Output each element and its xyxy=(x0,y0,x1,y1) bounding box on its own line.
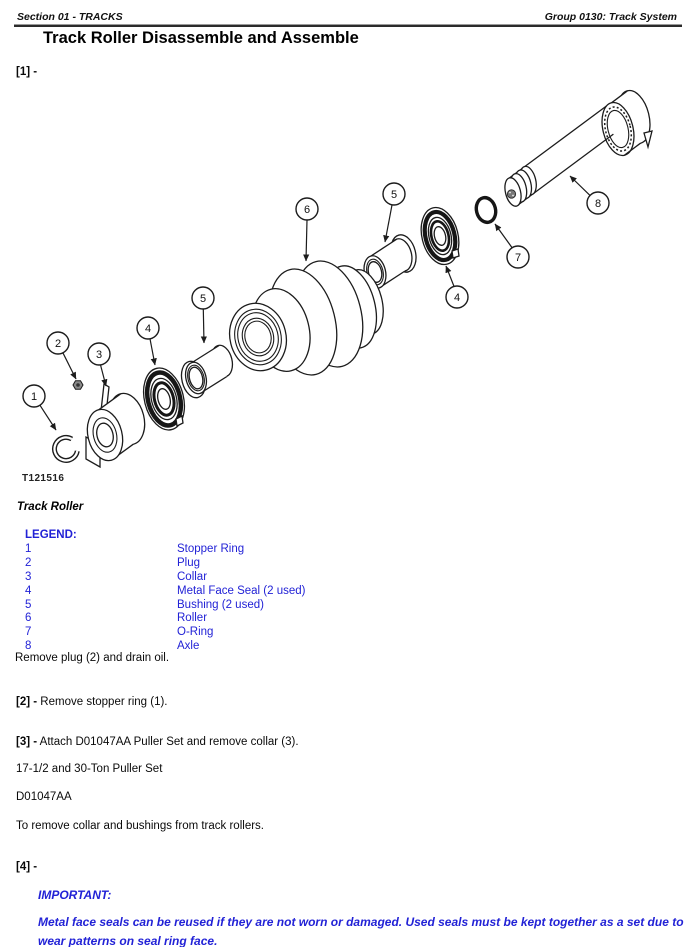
axle-tab xyxy=(643,130,653,150)
exploded-diagram: 1 2 3 4 5 6 5 xyxy=(22,89,653,469)
figure-part-o-ring xyxy=(474,195,498,225)
figure-callout-1: 1 xyxy=(22,384,57,431)
important-heading: IMPORTANT: xyxy=(38,888,112,902)
figure-part-seal-right xyxy=(420,206,460,266)
figure-part-plug xyxy=(72,380,84,390)
callout-number: 1 xyxy=(31,391,37,403)
figure-callout-4-right: 4 xyxy=(445,265,469,309)
legend-item-name: Roller xyxy=(177,612,208,625)
figure-image-id: T121516 xyxy=(22,473,65,484)
callout-number: 5 xyxy=(200,293,206,305)
legend-item-name: O-Ring xyxy=(177,626,214,639)
figure-callout-2: 2 xyxy=(46,331,77,380)
tool-name-line: 17-1/2 and 30-Ton Puller Set xyxy=(16,763,163,775)
legend-item-number: 4 xyxy=(25,584,32,597)
figure-part-axle xyxy=(504,89,653,207)
figure-part-collar xyxy=(85,382,146,469)
legend-item-name: Plug xyxy=(177,556,201,569)
legend-heading: LEGEND: xyxy=(25,529,77,541)
figure-callout-3: 3 xyxy=(87,342,111,387)
legend-row: 7 O-Ring xyxy=(25,626,305,640)
legend-item-name: Collar xyxy=(177,570,208,583)
callout-number: 7 xyxy=(515,252,521,264)
legend-row: 5 Bushing (2 used) xyxy=(25,599,305,613)
legend-item-name: Axle xyxy=(177,640,200,653)
callout-number: 6 xyxy=(304,204,310,216)
legend-item-number: 3 xyxy=(25,570,32,583)
header-group-label: Group 0130: Track System xyxy=(544,11,677,23)
legend-item-name: Bushing (2 used) xyxy=(177,598,264,611)
figure-callout-6: 6 xyxy=(295,197,319,262)
callout-number: 3 xyxy=(96,349,102,361)
figure-part-seal-left xyxy=(142,367,186,431)
axle-plug-hole xyxy=(506,189,517,199)
step-2-marker: [2] - xyxy=(16,696,38,708)
legend-row: 4 Metal Face Seal (2 used) xyxy=(25,585,305,599)
figure-legend: LEGEND: 1 Stopper Ring 2 Plug 3 Collar 4 Met… xyxy=(25,529,305,654)
tool-purpose-line: To remove collar and bushings from track… xyxy=(16,820,264,832)
figure-callout-4-left: 4 xyxy=(136,316,160,366)
legend-item-number: 1 xyxy=(25,542,32,555)
legend-item-number: 6 xyxy=(25,612,32,625)
figure-callout-8: 8 xyxy=(569,175,610,215)
legend-item-name: Stopper Ring xyxy=(177,542,245,555)
step-2: [2] - Remove stopper ring (1). xyxy=(16,696,168,708)
important-body: Metal face seals can be reused if they a… xyxy=(38,915,684,947)
step-1-marker-text: [1] - xyxy=(16,66,38,78)
legend-row: 8 Axle xyxy=(25,640,305,654)
legend-item-name: Metal Face Seal (2 used) xyxy=(177,584,306,597)
figure-callout-5-right: 5 xyxy=(382,182,406,243)
legend-row: 3 Collar xyxy=(25,571,305,585)
step-1-marker: [1] - xyxy=(16,66,37,78)
legend-row: 6 Roller xyxy=(25,612,305,626)
header-section-label: Section 01 - TRACKS xyxy=(17,11,123,23)
tool-number-line: D01047AA xyxy=(16,791,72,803)
step-3: [3] - Attach D01047AA Puller Set and rem… xyxy=(16,736,299,748)
legend-item-number: 2 xyxy=(25,556,32,569)
page-title: Track Roller Disassemble and Assemble xyxy=(43,29,359,47)
legend-item-number: 5 xyxy=(25,598,32,611)
figure-after-text: Remove plug (2) and drain oil. xyxy=(15,652,170,664)
legend-item-number: 8 xyxy=(25,640,32,653)
figure-part-roller xyxy=(228,260,384,376)
callout-number: 5 xyxy=(391,189,397,201)
header-divider xyxy=(14,24,682,27)
callout-number: 2 xyxy=(55,338,61,350)
step-2-text: Remove stopper ring (1). xyxy=(40,696,168,708)
figure-callout-7: 7 xyxy=(494,223,530,269)
figure-callout-5-left: 5 xyxy=(191,286,215,344)
callout-number: 4 xyxy=(454,292,460,304)
step-4-marker-text: [4] - xyxy=(16,861,38,873)
callout-number: 4 xyxy=(145,323,151,335)
figure-part-bushing-left xyxy=(180,344,234,399)
figure-part-stopper-ring xyxy=(52,434,80,463)
callout-number: 8 xyxy=(595,198,601,210)
figure-caption: Track Roller xyxy=(17,501,84,513)
step-4-marker: [4] - xyxy=(16,861,37,873)
legend-row: 1 Stopper Ring xyxy=(25,543,305,557)
step-3-text: Attach D01047AA Puller Set and remove co… xyxy=(39,736,299,748)
legend-row: 2 Plug xyxy=(25,557,305,571)
legend-item-number: 7 xyxy=(25,626,32,639)
step-3-marker: [3] - xyxy=(16,736,38,748)
